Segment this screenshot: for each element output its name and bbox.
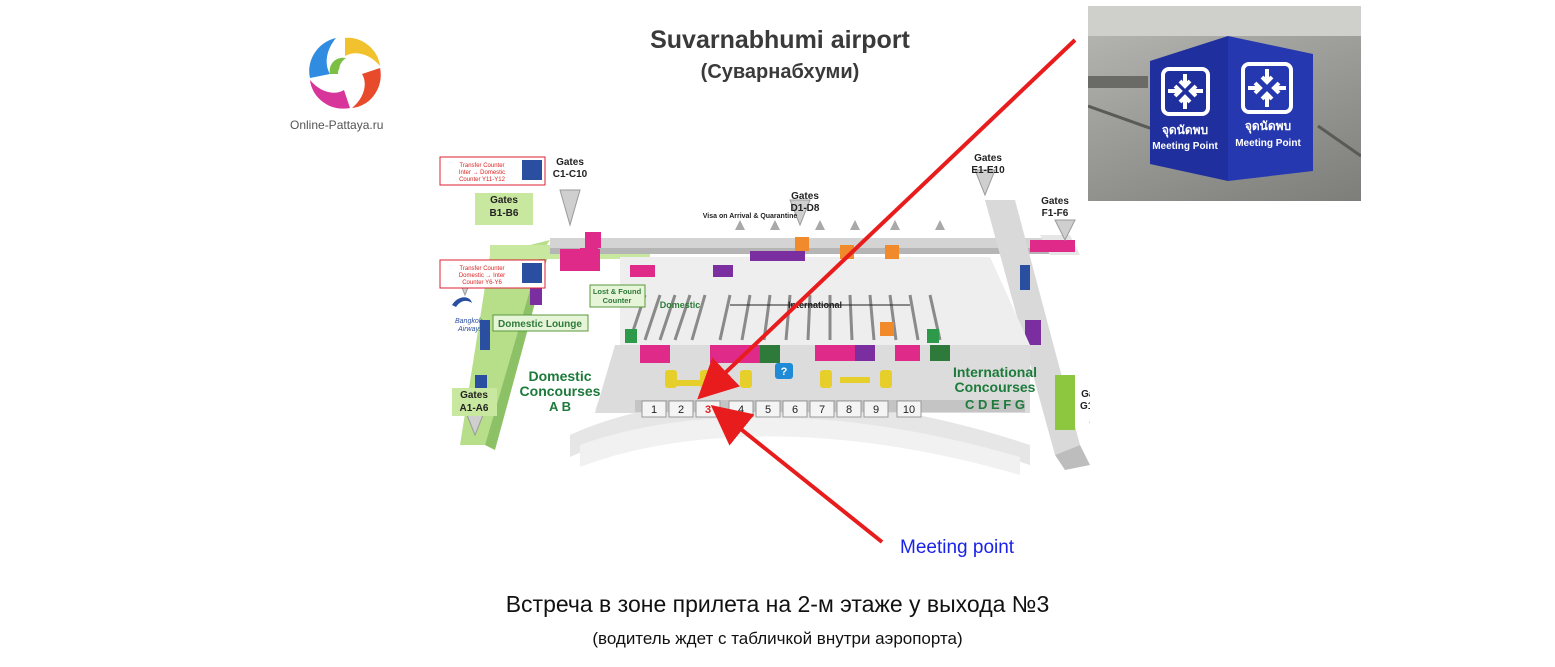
bangkok-airways-logo: Bangkok Airways: [452, 297, 483, 333]
gate-label-a: Gates: [460, 390, 488, 401]
exit-door-label: 10: [903, 404, 915, 416]
gate-range-e: E1-E10: [971, 165, 1005, 176]
transfer-mid-line3: Counter Y6-Y6: [462, 280, 502, 286]
road-inner: [580, 417, 1020, 475]
sign-thai-text-2: จุดนัดพบ: [1245, 119, 1291, 134]
international-concourses-line3: C D E F G: [965, 397, 1025, 412]
gate-label-b: Gates: [490, 195, 518, 206]
domestic-lounge-label: Domestic Lounge: [498, 319, 582, 330]
international-concourses-line2: Concourses: [955, 379, 1036, 395]
domestic-concourses-line1: Domestic: [528, 368, 591, 384]
exit-door-label: 5: [765, 404, 771, 416]
lost-found-line1: Lost & Found: [593, 287, 642, 296]
gate-range-b: B1-B6: [490, 208, 519, 219]
svg-text:Bangkok: Bangkok: [455, 318, 483, 325]
transfer-top-line3: Counter Y11-Y12: [459, 177, 505, 183]
logo: [300, 28, 390, 116]
logo-swirl-icon: [309, 37, 381, 109]
exit-door-label: 7: [819, 404, 825, 416]
meeting-point-label: Meeting point: [900, 537, 1015, 558]
international-concourses-line1: International: [953, 364, 1037, 380]
international-zone-label: International: [788, 300, 842, 310]
exit-door-label: 2: [678, 404, 684, 416]
exit-door-label: 6: [792, 404, 798, 416]
exit-door: [641, 400, 667, 418]
top-corridor: [550, 238, 1070, 248]
domestic-zone-label: Domestic: [660, 300, 701, 310]
sign-face-right: [1228, 36, 1313, 181]
transfer-mid-line2: Domestic → Inter: [459, 273, 505, 279]
transfer-icon-2: [522, 263, 542, 283]
exit-door-label: 8: [846, 404, 852, 416]
meeting-point-sign-photo: จุดนัดพบ Meeting Point จุดนัดพบ Meeting …: [1088, 6, 1361, 201]
domestic-concourses-line2: Concourses: [520, 383, 601, 399]
gate-label-d: Gates: [791, 191, 819, 202]
gate-label-e: Gates: [974, 153, 1002, 164]
page-subtitle: (Суварнабхуми): [700, 61, 860, 83]
gate-range-c: C1-C10: [553, 169, 588, 180]
meeting-point-icon: [1161, 67, 1210, 116]
caption-sub: (водитель ждет с табличкой внутри аэропо…: [592, 629, 963, 648]
transfer-top-line2: Inter → Domestic: [459, 170, 505, 176]
gate-label-g: Gates: [1081, 389, 1090, 400]
transfer-mid-line1: Transfer Counter: [459, 266, 504, 272]
gate-label-f: Gates: [1041, 196, 1069, 207]
transfer-icon: [522, 160, 542, 180]
svg-text:?: ?: [781, 366, 788, 378]
meeting-point-icon-2: [1241, 62, 1293, 114]
caption-main: Встреча в зоне прилета на 2-м этаже у вы…: [505, 591, 1050, 617]
sign-en-2: Meeting Point: [1235, 138, 1301, 149]
exit-door: [668, 400, 694, 418]
logo-text: Online-Pattaya.ru: [290, 118, 384, 132]
gate-range-f: F1-F6: [1042, 208, 1069, 219]
exit-door-label: 9: [873, 404, 879, 416]
transfer-top-line1: Transfer Counter: [459, 163, 504, 169]
exit-door-label: 1: [651, 404, 657, 416]
gate-label-c: Gates: [556, 157, 584, 168]
airport-map: ? Gates C1-C10 Gates B1-B6 Gates D1-D8 G…: [439, 153, 1090, 475]
visa-label: Visa on Arrival & Quarantine: [703, 213, 798, 220]
domestic-concourses-line3: A B: [549, 399, 571, 414]
lost-found-line2: Counter: [603, 296, 632, 305]
gate-range-g: G1-G5: [1080, 401, 1090, 412]
exit-door-label: 3: [705, 404, 711, 416]
sign-en-1: Meeting Point: [1152, 141, 1218, 152]
page-title: Suvarnabhumi airport: [650, 26, 910, 54]
sign-thai-text: จุดนัดพบ: [1162, 123, 1208, 138]
gate-range-a: A1-A6: [460, 403, 489, 414]
svg-text:Airways: Airways: [457, 326, 483, 333]
exit-door: [896, 400, 922, 418]
exit-door-label: 4: [738, 404, 744, 416]
